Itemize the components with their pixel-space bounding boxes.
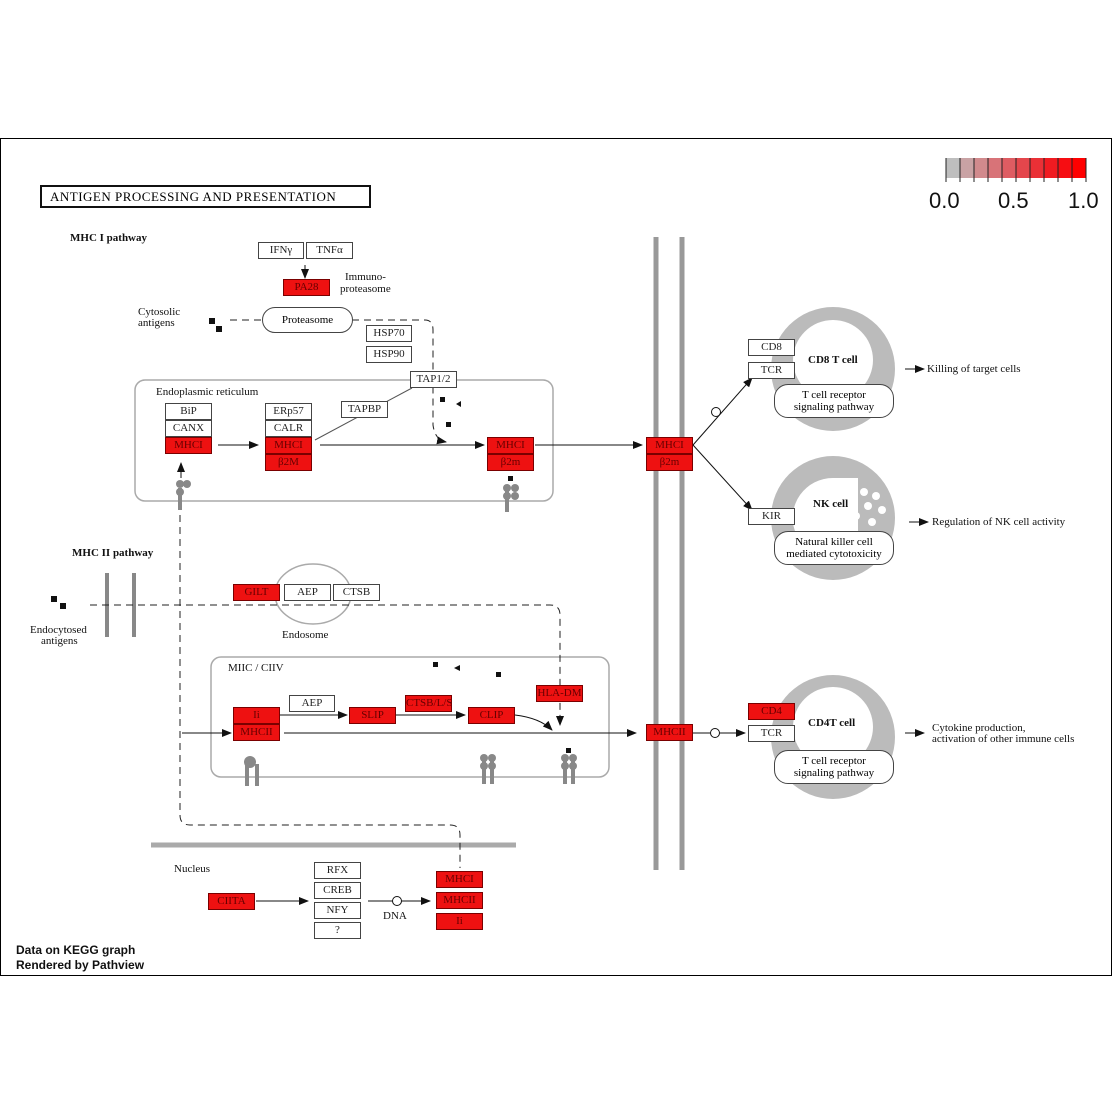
gene-node-b2m-membrane[interactable]: β2m [646, 454, 693, 471]
immunoproteasome-label: Immuno- [345, 271, 386, 283]
legend-color-swatch [1044, 158, 1058, 178]
miic-compartment [210, 656, 610, 778]
legend-color-swatch [988, 158, 1002, 178]
gene-node-unknown[interactable]: ? [314, 922, 361, 939]
gene-node-aep[interactable]: AEP [284, 584, 331, 601]
gene-node-mhci[interactable]: MHCI [165, 437, 212, 454]
mhc1-pathway-label: MHC I pathway [70, 232, 148, 244]
mhc2-pathway-label: MHC II pathway [72, 547, 154, 559]
gene-node-pa28[interactable]: PA28 [283, 279, 330, 296]
proteasome-node[interactable]: Proteasome [262, 307, 353, 333]
legend-color-bar [945, 158, 1087, 182]
gene-node-bip[interactable]: BiP [165, 403, 212, 420]
legend-tick: 0.5 [998, 188, 1029, 213]
gene-node-cd4[interactable]: CD4 [748, 703, 795, 720]
nk-cell-label: NK cell [813, 498, 849, 510]
legend-color-swatch [1030, 158, 1044, 178]
miic-label: MIIC / CIIV [228, 662, 284, 674]
diagram-frame [0, 138, 1112, 976]
legend-tick: 0.0 [929, 188, 960, 213]
endocytosed-antigens-label: Endocytosed [30, 624, 87, 636]
gene-node-nfy[interactable]: NFY [314, 902, 361, 919]
pathway-link-text: mediated cytotoxicity [786, 548, 882, 560]
gene-node-b2m[interactable]: β2m [487, 454, 534, 471]
gene-node-ii[interactable]: Ii [233, 707, 280, 724]
endosome-label: Endosome [282, 629, 329, 641]
cytokine-label: Cytokine production, [932, 722, 1026, 734]
gene-node-mhci[interactable]: MHCI [487, 437, 534, 454]
immunoproteasome-label: proteasome [340, 283, 391, 295]
gene-node-ii-output[interactable]: Ii [436, 913, 483, 930]
gene-node-tap[interactable]: TAP1/2 [410, 371, 457, 388]
legend-color-swatch [974, 158, 988, 178]
gene-node-aep[interactable]: AEP [289, 695, 335, 712]
gene-node-cd8[interactable]: CD8 [748, 339, 795, 356]
legend-color-swatch [1058, 158, 1072, 178]
gene-node-creb[interactable]: CREB [314, 882, 361, 899]
gene-node-tcr[interactable]: TCR [748, 725, 795, 742]
pathway-title: ANTIGEN PROCESSING AND PRESENTATION [40, 185, 371, 208]
gene-node-calr[interactable]: CALR [265, 420, 312, 437]
gene-node-rfx[interactable]: RFX [314, 862, 361, 879]
legend-tick: 1.0 [1068, 188, 1099, 213]
killing-target-cells-label: Killing of target cells [927, 363, 1021, 375]
nucleus-label: Nucleus [174, 863, 211, 875]
pathway-link-text: signaling pathway [793, 401, 875, 413]
pathway-link-text: T cell receptor [802, 755, 866, 767]
gene-node-clip[interactable]: CLIP [468, 707, 515, 724]
cytosolic-antigens-label: antigens [138, 317, 175, 329]
dna-label: DNA [383, 910, 407, 922]
gene-node-hla-dm[interactable]: HLA-DM [536, 685, 583, 702]
legend-color-swatch [1016, 158, 1030, 178]
nk-regulation-label: Regulation of NK cell activity [932, 516, 1066, 528]
legend-color-swatch [946, 158, 960, 178]
gene-node-mhci-output[interactable]: MHCI [436, 871, 483, 888]
gene-node-canx[interactable]: CANX [165, 420, 212, 437]
cytokine-label: activation of other immune cells [932, 733, 1075, 745]
gene-node-mhcii-membrane[interactable]: MHCII [646, 724, 693, 741]
gene-node-mhcii-output[interactable]: MHCII [436, 892, 483, 909]
footer-line: Rendered by Pathview [16, 958, 145, 972]
footer-line: Data on KEGG graph [16, 943, 136, 957]
gene-node-ifng[interactable]: IFNγ [258, 242, 304, 259]
cytosolic-antigens-label: Cytosolic [138, 306, 181, 318]
gene-node-mhcii[interactable]: MHCII [233, 724, 280, 741]
gene-node-gilt[interactable]: GILT [233, 584, 280, 601]
gene-node-hsp90[interactable]: HSP90 [366, 346, 412, 363]
gene-node-tapbp[interactable]: TAPBP [341, 401, 388, 418]
gene-node-kir[interactable]: KIR [748, 508, 795, 525]
pathway-link-text: signaling pathway [793, 767, 875, 779]
gene-node-ctsbls[interactable]: CTSB/L/S [405, 695, 452, 712]
cd8-cell-label: CD8 T cell [808, 354, 858, 366]
gene-node-mhci-membrane[interactable]: MHCI [646, 437, 693, 454]
pathway-link-text: T cell receptor [802, 389, 866, 401]
gene-node-tcr[interactable]: TCR [748, 362, 795, 379]
legend-color-swatch [1002, 158, 1016, 178]
legend-color-swatch [1072, 158, 1086, 178]
gene-node-b2m[interactable]: β2M [265, 454, 312, 471]
gene-node-slip[interactable]: SLIP [349, 707, 396, 724]
gene-node-ciita[interactable]: CIITA [208, 893, 255, 910]
legend-color-swatch [960, 158, 974, 178]
gene-node-tnfa[interactable]: TNFα [306, 242, 353, 259]
endocytosed-antigens-label: antigens [41, 635, 78, 647]
cd4-cell-label: CD4T cell [808, 717, 856, 729]
gene-node-mhci[interactable]: MHCI [265, 437, 312, 454]
er-compartment [134, 379, 554, 502]
gene-node-ctsb[interactable]: CTSB [333, 584, 380, 601]
pathway-link-text: Natural killer cell [795, 536, 873, 548]
gene-node-erp57[interactable]: ERp57 [265, 403, 312, 420]
gene-node-hsp70[interactable]: HSP70 [366, 325, 412, 342]
er-label: Endoplasmic reticulum [156, 386, 259, 398]
